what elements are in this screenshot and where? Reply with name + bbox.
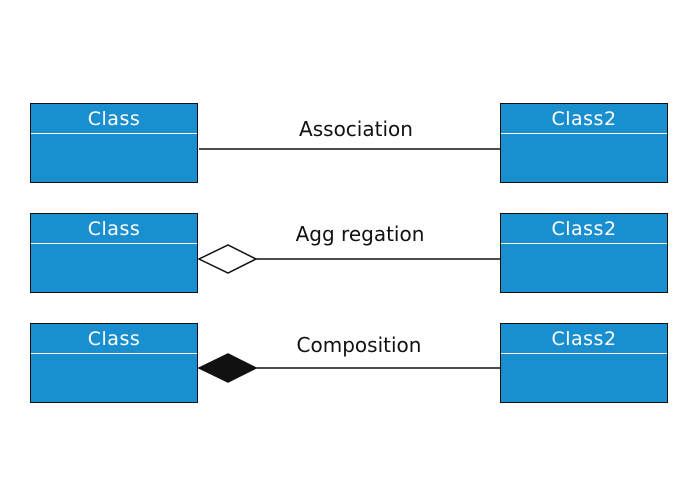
class-name: Class2	[501, 214, 667, 244]
right-class-box: Class2	[500, 323, 668, 403]
relation-label: Agg regation	[295, 222, 425, 246]
class-body	[31, 355, 197, 403]
class-body	[31, 245, 197, 293]
left-class-box: Class	[30, 103, 198, 183]
left-class-box: Class	[30, 323, 198, 403]
class-name: Class	[31, 104, 197, 134]
left-class-box: Class	[30, 213, 198, 293]
class-name: Class2	[501, 324, 667, 354]
class-body	[501, 245, 667, 293]
hollow-diamond-icon	[197, 244, 258, 274]
class-body	[501, 135, 667, 183]
class-name: Class	[31, 214, 197, 244]
class-body	[501, 355, 667, 403]
filled-diamond-icon	[197, 353, 258, 383]
right-class-box: Class2	[500, 213, 668, 293]
relation-label: Composition	[296, 333, 422, 357]
class-name: Class2	[501, 104, 667, 134]
relation-label: Association	[299, 117, 413, 141]
class-name: Class	[31, 324, 197, 354]
right-class-box: Class2	[500, 103, 668, 183]
class-body	[31, 135, 197, 183]
